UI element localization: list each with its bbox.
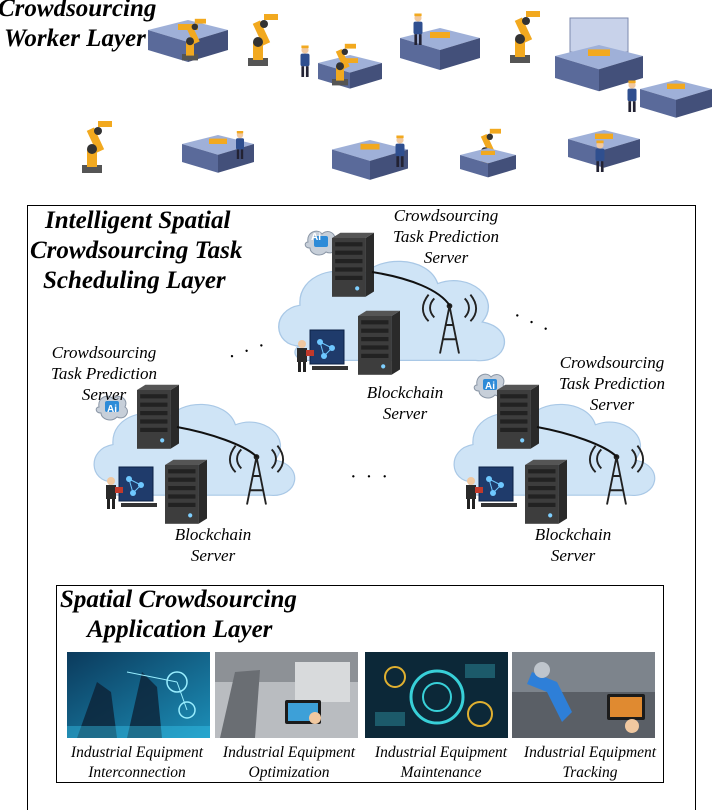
application-layer-title: Spatial Crowdsourcing Application Layer xyxy=(60,585,360,645)
left-blockchain-line2: Server xyxy=(190,546,236,565)
left-blockchain-line1: Blockchain xyxy=(174,525,252,544)
top-blockchain-line1: Blockchain xyxy=(366,383,444,402)
top-prediction-line2: Task Prediction xyxy=(393,227,499,246)
right-prediction-line1: Crowdsourcing xyxy=(559,353,665,372)
right-blockchain-server-label: Blockchain Server xyxy=(513,524,633,566)
scheduling-layer-title: Intelligent Spatial Crowdsourcing Task S… xyxy=(30,206,270,296)
ai-badge-right: Ai xyxy=(485,381,495,392)
top-blockchain-server-label: Blockchain Server xyxy=(345,382,465,424)
caption-optimization: Industrial Equipment Optimization xyxy=(212,743,366,782)
left-prediction-line3: Server xyxy=(81,385,127,404)
application-layer-title-line2: Application Layer xyxy=(87,616,273,643)
caption-optimization-line2: Optimization xyxy=(248,763,330,781)
cluster-right xyxy=(453,373,656,524)
left-blockchain-server-label: Blockchain Server xyxy=(153,524,273,566)
caption-maintenance-line1: Industrial Equipment xyxy=(374,744,508,761)
application-layer-frame xyxy=(56,585,664,783)
top-prediction-line1: Crowdsourcing xyxy=(393,206,499,225)
scheduling-layer-frame xyxy=(27,205,696,810)
left-prediction-line1: Crowdsourcing xyxy=(51,343,157,362)
left-prediction-server-label: Crowdsourcing Task Prediction Server xyxy=(24,342,184,405)
ai-badge-top: Ai xyxy=(311,232,321,243)
caption-optimization-line1: Industrial Equipment xyxy=(222,744,356,761)
top-prediction-line3: Server xyxy=(423,248,469,267)
photo-optimization xyxy=(215,652,358,738)
right-blockchain-line2: Server xyxy=(550,546,596,565)
right-blockchain-line1: Blockchain xyxy=(534,525,612,544)
right-prediction-line2: Task Prediction xyxy=(559,374,665,393)
top-blockchain-line2: Server xyxy=(382,404,428,423)
caption-interconnection-line2: Interconnection xyxy=(88,763,186,781)
photo-maintenance xyxy=(365,652,508,738)
right-prediction-line3: Server xyxy=(589,395,635,414)
cloud-clusters-diagram xyxy=(93,230,656,524)
worker-illustrations xyxy=(82,11,712,180)
application-layer-title-line1: Spatial Crowdsourcing xyxy=(60,586,297,613)
caption-maintenance-line2: Maintenance xyxy=(400,763,482,781)
caption-maintenance: Industrial Equipment Maintenance xyxy=(364,743,518,782)
worker-layer-title-line2: Worker Layer xyxy=(4,25,146,52)
left-prediction-line2: Task Prediction xyxy=(51,364,157,383)
caption-tracking-line1: Industrial Equipment xyxy=(523,744,657,761)
scheduling-layer-title-line1: Intelligent Spatial xyxy=(45,207,231,234)
caption-tracking: Industrial Equipment Tracking xyxy=(513,743,667,782)
right-prediction-server-label: Crowdsourcing Task Prediction Server xyxy=(532,352,692,415)
photo-tracking xyxy=(512,652,655,738)
worker-layer-title-line1: Crowdsourcing xyxy=(0,0,157,22)
scheduling-layer-title-line2: Crowdsourcing Task xyxy=(30,237,243,264)
scheduling-layer-title-line3: Scheduling Layer xyxy=(43,267,226,294)
cluster-left xyxy=(93,384,296,524)
cluster-top xyxy=(278,230,506,375)
caption-interconnection-line1: Industrial Equipment xyxy=(70,744,204,761)
ellipsis-bottom: · · · xyxy=(350,466,390,488)
caption-interconnection: Industrial Equipment Interconnection xyxy=(60,743,214,782)
top-prediction-server-label: Crowdsourcing Task Prediction Server xyxy=(366,205,526,268)
photo-interconnection xyxy=(67,652,210,738)
caption-tracking-line2: Tracking xyxy=(562,763,618,781)
ai-badge-left: Ai xyxy=(107,404,117,415)
worker-layer-title: Crowdsourcing Worker Layer xyxy=(0,0,180,54)
